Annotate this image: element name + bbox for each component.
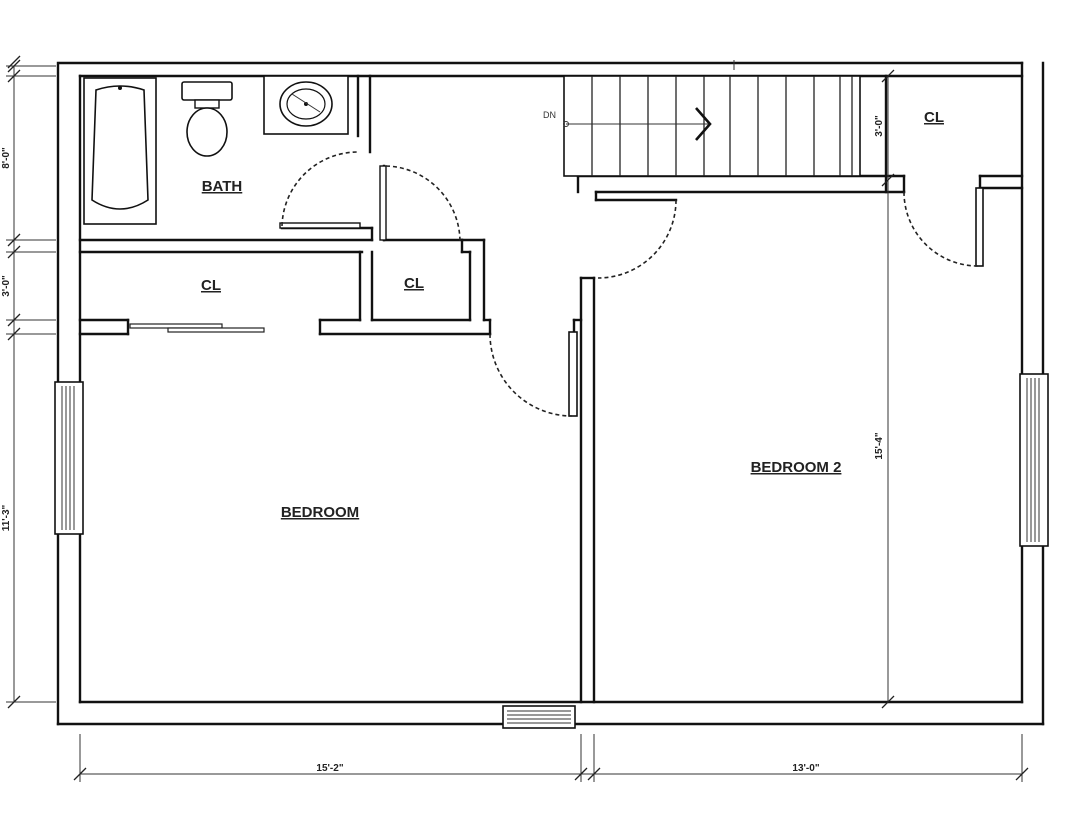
staircase [563, 75, 861, 177]
window-left [54, 381, 84, 535]
interior-walls [78, 74, 1024, 704]
window-bottom [502, 705, 576, 729]
window-right [1019, 373, 1049, 547]
bathtub-icon [83, 77, 157, 225]
dimension-closet-right-height: 3'-0" [874, 115, 885, 137]
room-label-bedroom: BEDROOM [281, 504, 359, 521]
room-label-bedroom-2: BEDROOM 2 [751, 459, 842, 476]
dimension-bottom-right: 13'-0" [792, 763, 819, 774]
room-label-right-closet: CL [924, 109, 944, 126]
dimension-lines [6, 55, 1029, 782]
room-label-bath: BATH [202, 178, 243, 195]
dimension-left-mid: 3'-0" [1, 275, 12, 297]
dimension-bottom-left: 15'-2" [316, 763, 343, 774]
room-label-small-closet: CL [404, 275, 424, 292]
sink-icon [263, 75, 349, 135]
exterior-walls [56, 61, 1045, 726]
stair-direction-label: DN [543, 110, 556, 120]
doors [279, 151, 979, 417]
toilet-icon [181, 81, 233, 157]
dimension-left-top: 8'-0" [1, 147, 12, 169]
room-label-hall-closet: CL [201, 277, 221, 294]
dimension-left-bottom: 11'-3" [1, 504, 12, 531]
dimension-bedroom-2-height: 15'-4" [874, 432, 885, 459]
